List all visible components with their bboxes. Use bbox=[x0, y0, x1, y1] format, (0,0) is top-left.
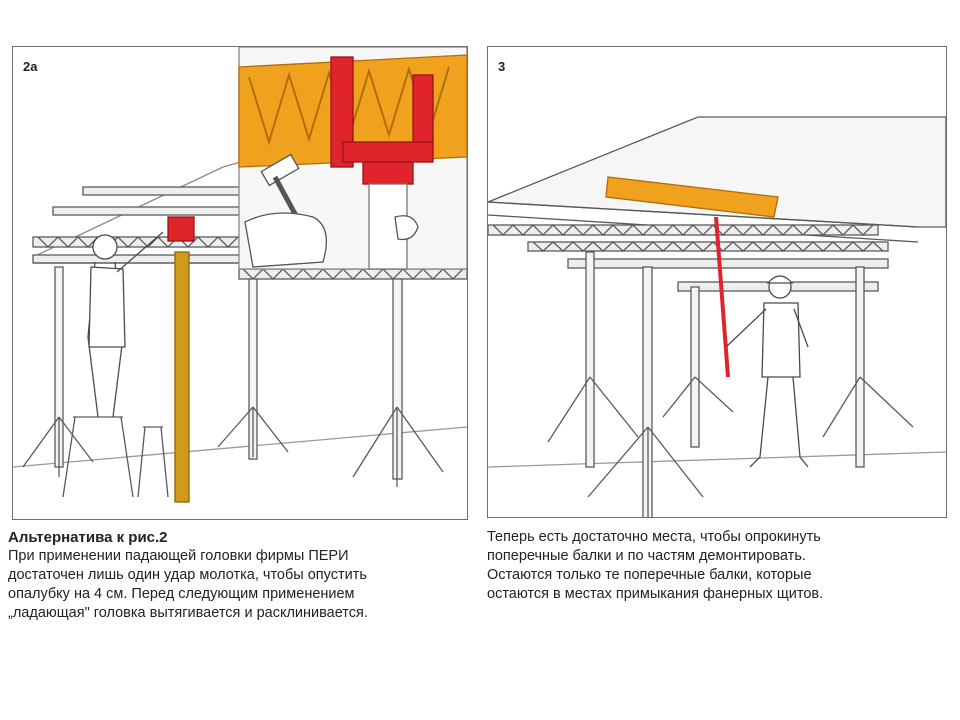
panel-2a-drawing bbox=[13, 47, 467, 503]
tripods bbox=[547, 376, 914, 517]
caption-title: Альтернатива к рис.2 bbox=[8, 529, 168, 546]
gold-prop bbox=[174, 251, 190, 503]
caption-line: поперечные балки и по частям демонтирова… bbox=[487, 548, 806, 564]
caption-line: опалубку на 4 см. Перед следующим примен… bbox=[8, 586, 355, 602]
panel-2a-illustration: 2a bbox=[12, 46, 468, 520]
caption-line: Остаются только те поперечные балки, кот… bbox=[487, 567, 812, 583]
truss-beams-left bbox=[32, 186, 244, 264]
worker-figure-icon bbox=[87, 231, 164, 418]
panel-3-drawing bbox=[488, 116, 946, 517]
hand-icon bbox=[394, 215, 419, 241]
tripods bbox=[22, 406, 444, 487]
caption-line: Теперь есть достаточно места, чтобы опро… bbox=[487, 529, 821, 545]
worker-figure-icon bbox=[725, 275, 809, 468]
trestle bbox=[62, 416, 169, 498]
caption-line: „ладающая" головка вытягивается и раскли… bbox=[8, 605, 368, 621]
orange-beam bbox=[605, 176, 779, 218]
helmet-icon bbox=[766, 275, 794, 284]
caption-line: При применении падающей головки фирмы ПЕ… bbox=[8, 548, 349, 564]
caption-right: Теперь есть достаточно места, чтобы опро… bbox=[487, 528, 947, 604]
hand-icon bbox=[244, 212, 327, 268]
red-drophead-large bbox=[330, 56, 434, 185]
panel-number: 3 bbox=[498, 59, 506, 74]
zoom-inset bbox=[238, 47, 467, 270]
red-drophead bbox=[167, 216, 195, 242]
steel-props bbox=[585, 251, 865, 517]
panel-number: 2a bbox=[23, 59, 38, 74]
red-pole bbox=[714, 216, 730, 378]
caption-line: остаются в местах примыкания фанерных щи… bbox=[487, 586, 824, 602]
caption-line: достаточен лишь один удар молотка, чтобы… bbox=[8, 567, 367, 583]
panel-3-illustration: 3 bbox=[487, 46, 947, 518]
caption-left: Альтернатива к рис.2 При применении пада… bbox=[8, 528, 478, 623]
